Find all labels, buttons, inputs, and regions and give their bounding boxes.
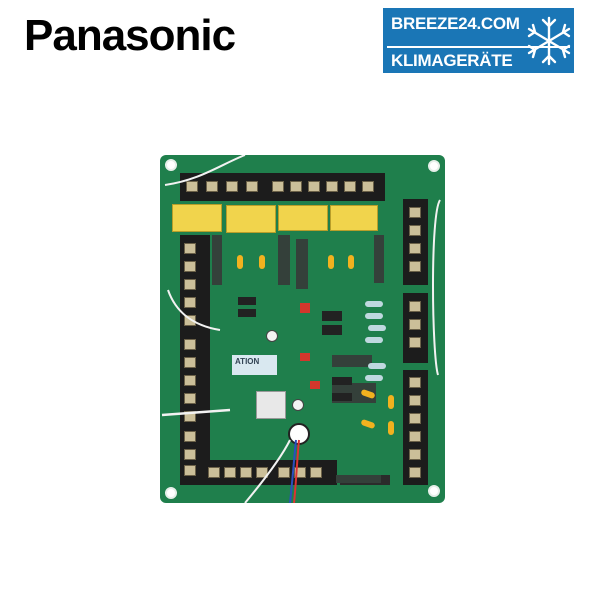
relay xyxy=(226,205,276,233)
terminal-screw xyxy=(278,467,290,478)
terminal-screw xyxy=(206,181,218,192)
snowflake-icon xyxy=(527,16,571,66)
resistor xyxy=(368,363,386,369)
terminal-screw xyxy=(409,377,421,388)
heatsink xyxy=(296,239,308,289)
terminal-screw xyxy=(409,225,421,236)
terminal-screw xyxy=(184,357,196,368)
heatsink xyxy=(336,475,381,483)
relay xyxy=(172,204,222,232)
terminal-screw xyxy=(326,181,338,192)
terminal-screw xyxy=(409,449,421,460)
small-capacitor xyxy=(266,330,278,342)
terminal-screw xyxy=(184,375,196,386)
terminal-screw xyxy=(184,243,196,254)
terminal-screw xyxy=(362,181,374,192)
mount-hole xyxy=(428,160,440,172)
terminal-screw xyxy=(409,467,421,478)
resistor xyxy=(365,313,383,319)
badge-line1: BREEZE24.COM xyxy=(391,14,520,33)
terminal-screw xyxy=(409,395,421,406)
terminal-screw xyxy=(184,465,196,476)
terminal-screw xyxy=(184,315,196,326)
heatsink xyxy=(212,235,222,285)
heatsink xyxy=(278,235,290,285)
resistor xyxy=(365,337,383,343)
board-label: ATION xyxy=(232,355,277,375)
terminal-screw xyxy=(240,467,252,478)
regulator-heatsink xyxy=(256,391,286,419)
relay xyxy=(278,205,328,231)
terminal-screw xyxy=(184,431,196,442)
badge-line2: KLIMAGERÄTE xyxy=(391,51,513,70)
terminal-screw xyxy=(224,467,236,478)
ic-chip xyxy=(332,377,352,385)
terminal-screw xyxy=(184,393,196,404)
red-component xyxy=(300,303,310,313)
mount-hole xyxy=(165,487,177,499)
terminal-screw xyxy=(409,413,421,424)
capacitor xyxy=(388,421,394,435)
terminal-screw xyxy=(208,467,220,478)
terminal-screw xyxy=(290,181,302,192)
capacitor xyxy=(237,255,243,269)
resistor xyxy=(365,301,383,307)
terminal-screw xyxy=(294,467,306,478)
wires xyxy=(161,155,441,503)
terminal-screw xyxy=(184,339,196,350)
ic-chip xyxy=(238,297,256,305)
terminal-screw xyxy=(409,337,421,348)
resistor xyxy=(365,375,383,381)
heatsink xyxy=(374,235,384,283)
capacitor xyxy=(348,255,354,269)
terminal-screw xyxy=(184,411,196,422)
terminal-screw xyxy=(272,181,284,192)
terminal-screw xyxy=(186,181,198,192)
terminal-screw xyxy=(409,207,421,218)
small-capacitor xyxy=(292,399,304,411)
terminal-screw xyxy=(184,279,196,290)
terminal-screw xyxy=(409,243,421,254)
ic-chip xyxy=(322,311,342,321)
terminal-screw xyxy=(344,181,356,192)
capacitor xyxy=(259,255,265,269)
capacitor xyxy=(388,395,394,409)
terminal-screw xyxy=(226,181,238,192)
terminal-screw xyxy=(184,449,196,460)
terminal-screw xyxy=(409,431,421,442)
mount-hole xyxy=(165,159,177,171)
ic-chip xyxy=(322,325,342,335)
heatsink xyxy=(332,355,372,367)
breeze24-badge: BREEZE24.COM KLIMAGERÄTE xyxy=(383,8,574,73)
capacitor xyxy=(328,255,334,269)
terminal-screw xyxy=(246,181,258,192)
terminal-screw xyxy=(409,301,421,312)
terminal-screw xyxy=(409,319,421,330)
resistor xyxy=(368,325,386,331)
red-component xyxy=(310,381,320,389)
mount-hole xyxy=(428,485,440,497)
badge-divider xyxy=(387,46,570,48)
terminal-screw xyxy=(308,181,320,192)
ic-chip xyxy=(332,393,352,401)
red-component xyxy=(300,353,310,361)
circuit-board-image: ATION xyxy=(160,155,445,503)
terminal-screw xyxy=(256,467,268,478)
terminal-screw xyxy=(310,467,322,478)
terminal-screw xyxy=(409,261,421,272)
terminal-screw xyxy=(184,297,196,308)
panasonic-logo: Panasonic xyxy=(24,11,236,60)
terminal-block-right-lower xyxy=(403,370,428,485)
relay xyxy=(330,205,378,231)
terminal-screw xyxy=(184,261,196,272)
ic-chip xyxy=(238,309,256,317)
